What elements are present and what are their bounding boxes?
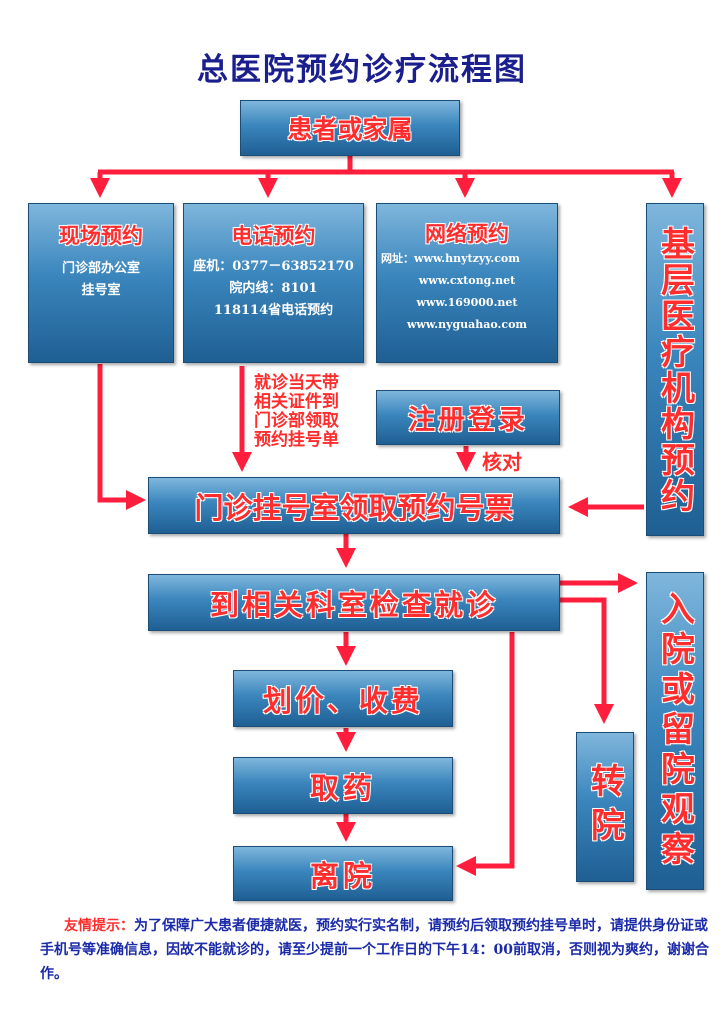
node-ticket: 门诊挂号室领取预约号票 [148,477,560,534]
node-patient: 患者或家属 [240,100,460,156]
phone-note-line: 门诊部领取 [254,411,339,431]
node-phone-line: 座机：0377－63852170 [193,259,354,274]
node-web: 网络预约 网址：www.hnytzyy.com www.cxtong.net w… [376,203,558,363]
node-register-label: 注册登录 [408,405,528,436]
node-onsite-line: 挂号室 [81,283,121,298]
node-phone-title: 电话预约 [231,223,316,248]
node-medicine-label: 取药 [309,770,376,805]
node-exam-label: 到相关科室检查就诊 [209,587,498,622]
arrow-exam-to-transfer [560,597,614,724]
footer-hint-label: 友情提示： [64,918,134,934]
node-community: 基层医疗机构预约 [646,203,704,536]
footer-tip: 友情提示：为了保障广大患者便捷就医，预约实行实名制，请预约后领取预约挂号单时，请… [40,914,712,986]
phone-note-line: 预约挂号单 [254,430,339,450]
node-pay-label: 划价、收费 [262,683,423,718]
node-phone-line: 118114省电话预约 [213,303,334,318]
node-community-label: 基层医疗机构预约 [654,225,695,514]
node-ticket-label: 门诊挂号室领取预约号票 [194,490,514,525]
node-phone: 电话预约 座机：0377－63852170 院内线：8101 118114省电话… [183,203,364,363]
arrow-exam-to-leave [456,632,515,876]
node-transfer: 转院 [576,732,634,882]
node-register: 注册登录 [376,390,560,445]
arrow-onsite-to-ticket [97,364,146,510]
node-admit: 入院或留院观察 [646,572,704,890]
footer-text: 为了保障广大患者便捷就医，预约实行实名制，请预约后领取预约挂号单时，请提供身份证… [40,918,709,982]
node-patient-label: 患者或家属 [287,115,413,144]
node-web-title: 网络预约 [425,221,509,246]
node-leave-label: 离院 [309,858,376,893]
node-phone-line: 院内线：8101 [229,281,318,296]
phone-note: 就诊当天带 相关证件到 门诊部领取 预约挂号单 [254,374,339,450]
page-title: 总医院预约诊疗流程图 [197,52,527,88]
node-web-line: www.169000.net [416,296,518,309]
node-web-line: www.nyguahao.com [406,318,528,331]
verify-label: 核对 [482,450,522,474]
node-web-line: 网址：www.hnytzyy.com [381,252,520,265]
node-leave: 离院 [233,846,453,901]
node-pay: 划价、收费 [233,670,453,727]
phone-note-line: 相关证件到 [254,392,339,412]
node-transfer-label: 转院 [584,763,625,851]
node-medicine: 取药 [233,757,453,814]
node-admit-label: 入院或留院观察 [654,591,695,871]
node-onsite-title: 现场预约 [59,223,143,248]
phone-note-line: 就诊当天带 [254,373,339,393]
node-exam: 到相关科室检查就诊 [148,574,560,631]
node-web-line: www.cxtong.net [418,274,516,287]
node-onsite-line: 门诊部办公室 [61,261,140,276]
node-onsite: 现场预约 门诊部办公室 挂号室 [28,203,174,363]
